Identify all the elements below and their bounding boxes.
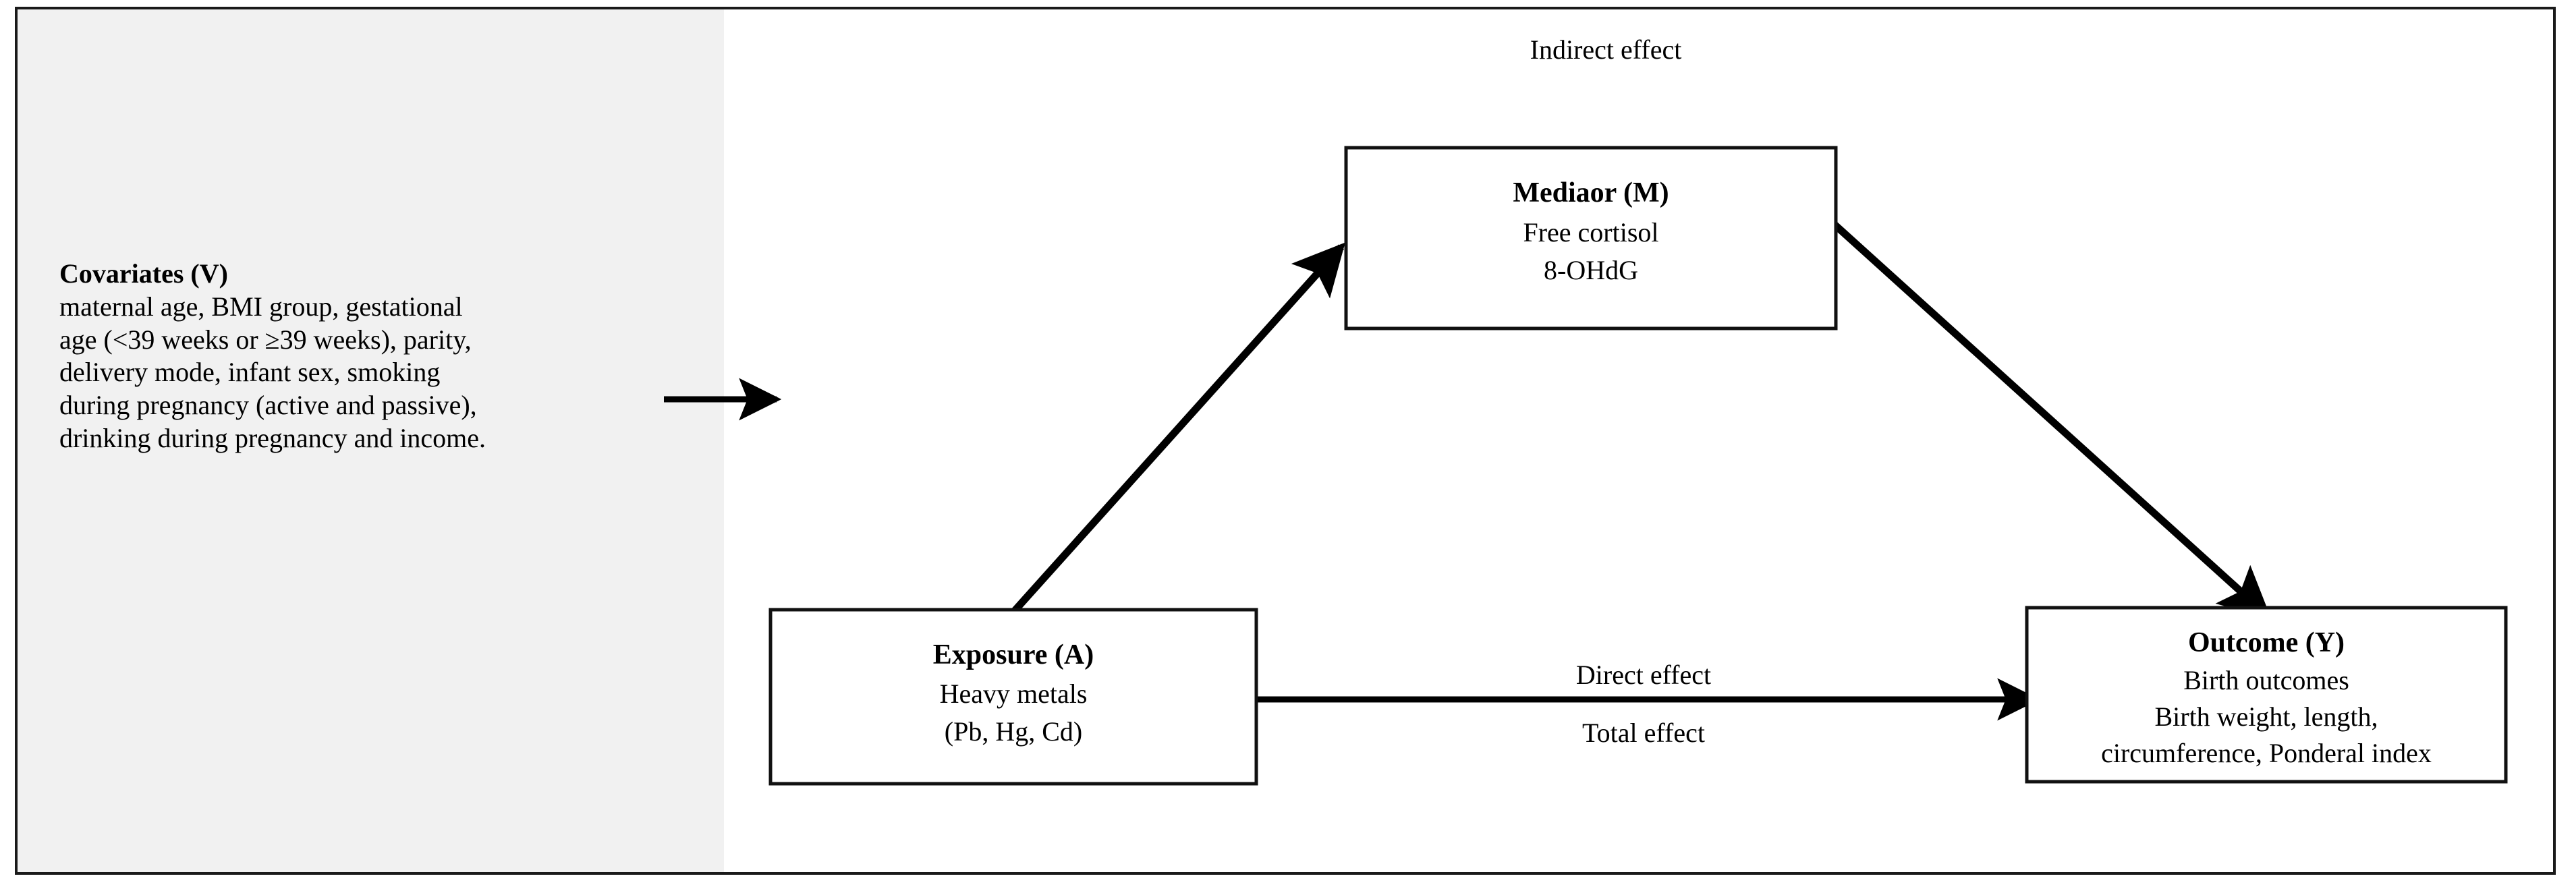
covariates-line: maternal age, BMI group, gestational xyxy=(59,291,463,322)
direct-effect-label: Direct effect xyxy=(1576,660,1711,690)
outcome-line: Birth weight, length, xyxy=(2154,701,2378,732)
exposure-line: (Pb, Hg, Cd) xyxy=(945,716,1082,747)
total-effect-label: Total effect xyxy=(1582,718,1705,748)
covariates-body: maternal age, BMI group, gestational age… xyxy=(59,291,680,455)
covariates-panel: Covariates (V) maternal age, BMI group, … xyxy=(18,9,724,872)
covariates-line: drinking during pregnancy and income. xyxy=(59,422,486,453)
indirect-effect-label: Indirect effect xyxy=(1530,34,1682,65)
outcome-line: circumference, Ponderal index xyxy=(2101,738,2432,768)
outcome-box xyxy=(2025,606,2508,784)
covariates-line: during pregnancy (active and passive), xyxy=(59,390,477,421)
covariates-title: Covariates (V) xyxy=(59,258,228,289)
exposure-node: Exposure (A) Heavy metals (Pb, Hg, Cd) xyxy=(768,608,1258,786)
exposure-line: Heavy metals xyxy=(940,679,1088,709)
exposure-title: Exposure (A) xyxy=(933,639,1094,670)
covariates-line: age (<39 weeks or ≥39 weeks), parity, xyxy=(59,324,472,355)
mediator-title: Mediaor (M) xyxy=(1513,177,1669,208)
figure-outer-frame: Covariates (V) maternal age, BMI group, … xyxy=(15,7,2556,875)
mediator-line: Free cortisol xyxy=(1523,217,1658,248)
outcome-line: Birth outcomes xyxy=(2183,665,2349,695)
outcome-title: Outcome (Y) xyxy=(2188,627,2345,658)
covariates-line: delivery mode, infant sex, smoking xyxy=(59,357,441,388)
mediator-to-outcome-arrow xyxy=(1831,221,2272,619)
exposure-box xyxy=(768,608,1258,786)
exposure-to-mediator-arrow xyxy=(1001,242,1345,625)
covariates-text-block: Covariates (V) maternal age, BMI group, … xyxy=(59,258,680,455)
mediation-diagram: Indirect effect Direct effect Total effe… xyxy=(664,34,2508,786)
mediator-node: Mediaor (M) Free cortisol 8-OHdG xyxy=(1344,146,1838,330)
mediator-box xyxy=(1344,146,1838,330)
outcome-node: Outcome (Y) Birth outcomes Birth weight,… xyxy=(2025,606,2508,784)
mediator-line: 8-OHdG xyxy=(1544,255,1638,285)
